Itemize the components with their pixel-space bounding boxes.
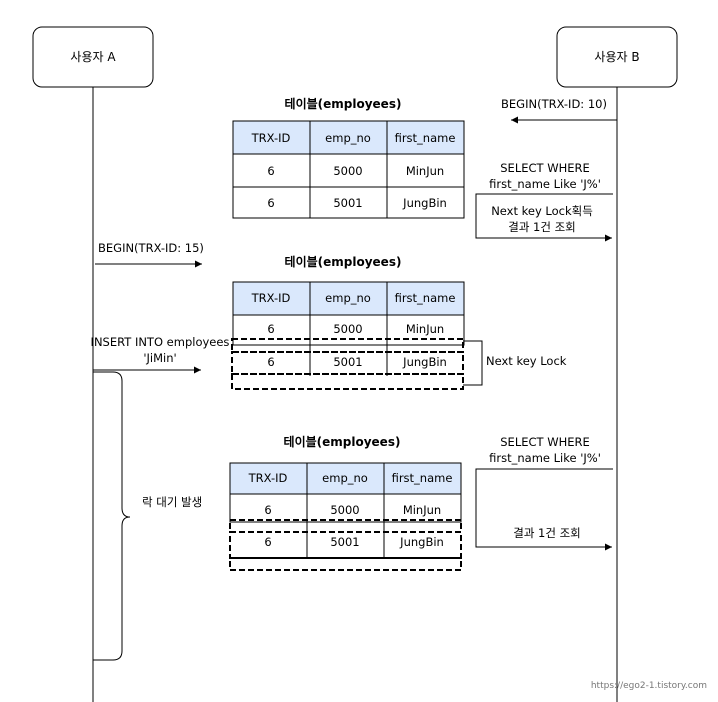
select2-label-line1: SELECT WHERE xyxy=(500,435,590,449)
table1-header-cell xyxy=(386,120,465,155)
table1-cell-text: 6 xyxy=(267,196,274,210)
actor-b-label: 사용자 B xyxy=(594,50,639,64)
table3-gap-lock xyxy=(229,557,462,571)
table3-cell xyxy=(383,493,462,523)
table2-cell-text: 6 xyxy=(267,355,274,369)
table2-cell-text: JungBin xyxy=(402,355,447,369)
table2-header-text: first_name xyxy=(395,291,456,305)
table2-record-lock xyxy=(231,351,464,375)
table3-cell-text: 5000 xyxy=(330,503,359,517)
begin-b-label: BEGIN(TRX-ID: 10) xyxy=(501,97,607,111)
table3-header-text: TRX-ID xyxy=(248,471,288,485)
table2-header-text: TRX-ID xyxy=(251,291,291,305)
table3-header-cell xyxy=(306,462,385,495)
watermark: https://ego2-1.tistory.com xyxy=(591,681,707,691)
actor-a-label: 사용자 A xyxy=(70,50,116,64)
table2-cell-text: 5000 xyxy=(333,322,362,336)
lock-acquired-label-line2: 결과 1건 조회 xyxy=(508,220,576,234)
table2: TRX-ID emp_no first_name 6 5000 MinJun 6… xyxy=(231,281,465,390)
table1-header-text: first_name xyxy=(395,131,456,145)
select2-label-line2: first_name Like 'J%' xyxy=(489,451,601,465)
table1-header-cell xyxy=(232,120,311,155)
table3-header-cell xyxy=(383,462,462,495)
table2-header-text: emp_no xyxy=(325,291,371,305)
table2-header-cell xyxy=(232,281,311,316)
table3-title: 테이블(employees) xyxy=(284,434,401,449)
table1-cell-text: JungBin xyxy=(402,196,447,210)
table3-cell-text: 6 xyxy=(264,503,271,517)
table3-cell-text: 5001 xyxy=(330,535,359,549)
insert-label-line1: INSERT INTO employees xyxy=(91,335,230,349)
table1-header-text: TRX-ID xyxy=(251,131,291,145)
table3-gap-lock xyxy=(229,519,462,533)
next-key-lock-bracket xyxy=(463,340,483,386)
begin-a-label: BEGIN(TRX-ID: 15) xyxy=(98,241,204,255)
table1-title: 테이블(employees) xyxy=(285,96,402,111)
table2-gap-lock xyxy=(231,373,464,390)
table3-cell xyxy=(306,493,385,523)
lock-acquired-label-line1: Next key Lock획득 xyxy=(491,204,593,218)
lock-wait-brace xyxy=(93,371,131,661)
table1: TRX-ID emp_no first_name 6 5000 MinJun 6… xyxy=(232,120,465,219)
table1-cell-text: MinJun xyxy=(406,164,444,178)
table3-cell-text: MinJun xyxy=(403,503,441,517)
table1-cell-text: 5000 xyxy=(333,164,362,178)
insert-label-line2: 'JiMin' xyxy=(143,351,176,365)
table2-header-cell xyxy=(386,281,465,316)
result2-label: 결과 1건 조회 xyxy=(513,526,581,540)
table3-header-text: first_name xyxy=(392,471,453,485)
lock-wait-label: 락 대기 발생 xyxy=(142,495,202,509)
select1-label-line2: first_name Like 'J%' xyxy=(489,177,601,191)
table1-cell-text: 6 xyxy=(267,164,274,178)
table2-title: 테이블(employees) xyxy=(285,254,402,269)
table3-cell xyxy=(229,493,308,523)
table1-cell xyxy=(309,186,388,219)
table3: TRX-ID emp_no first_name 6 5000 MinJun 6… xyxy=(229,462,462,571)
table2-header-cell xyxy=(309,281,388,316)
select1-label-line1: SELECT WHERE xyxy=(500,161,590,175)
table1-cell xyxy=(232,186,311,219)
table1-header-text: emp_no xyxy=(325,131,371,145)
table1-cell-text: 5001 xyxy=(333,196,362,210)
table3-cell-text: 6 xyxy=(264,535,271,549)
table3-cell-text: JungBin xyxy=(399,535,444,549)
table3-record-lock xyxy=(229,531,462,559)
table2-gap-lock xyxy=(231,338,464,353)
table2-cell-text: MinJun xyxy=(406,322,444,336)
table3-header-text: emp_no xyxy=(322,471,368,485)
next-key-lock-label: Next key Lock xyxy=(486,354,567,368)
table1-cell xyxy=(386,186,465,219)
select1-bracket xyxy=(475,193,613,242)
table2-cell-text: 5001 xyxy=(333,355,362,369)
table2-cell-text: 6 xyxy=(267,322,274,336)
select2-bracket xyxy=(475,468,613,551)
table1-cell xyxy=(386,153,465,188)
